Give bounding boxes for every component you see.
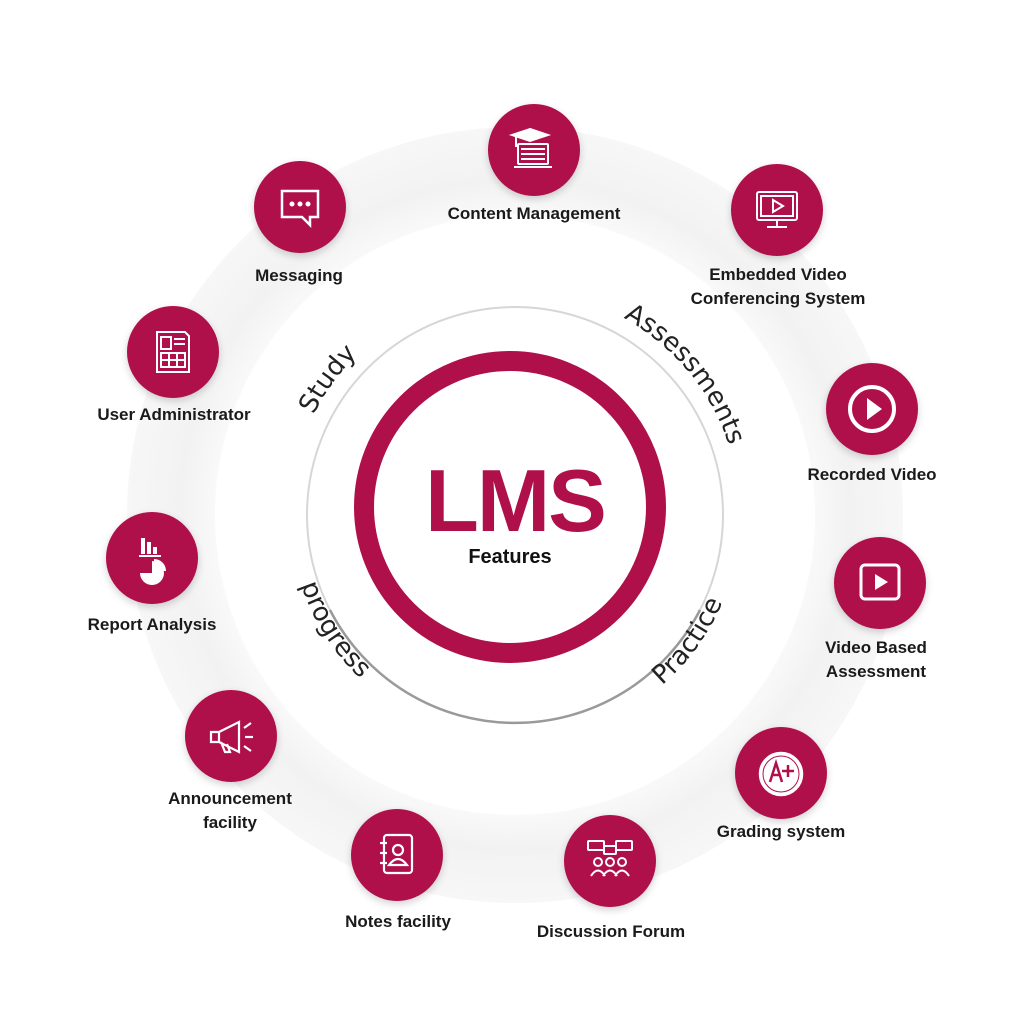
bar-pie-chart-icon [106,512,198,604]
svg-text:Assessments: Assessments [620,298,751,448]
chat-bubble-icon [254,161,346,253]
svg-text:progress: progress [294,577,376,684]
feature-label-grading-system: Grading system [716,822,846,841]
svg-text:Practice: Practice [646,592,729,690]
hub-subtitle: Features [468,546,552,568]
hub-title: LMS [425,451,607,550]
document-grid-icon [127,306,219,398]
ring-word-progress: progress [294,577,376,684]
feature-label-messaging: Messaging [255,266,343,285]
megaphone-icon [185,690,277,782]
feature-label-content-management: Content Management [447,204,621,223]
group-chat-icon [564,815,656,907]
play-circle-icon [826,363,918,455]
monitor-play-icon [731,164,823,256]
ring-word-practice: Practice [646,592,729,690]
feature-label-report-analysis: Report Analysis [87,615,217,634]
contact-notebook-icon [351,809,443,901]
inner-halo [215,215,815,815]
feature-label-discussion-forum: Discussion Forum [536,922,686,941]
a-plus-grade-icon [735,727,827,819]
ring-word-study: Study [293,338,362,418]
word-ring-shadow-arc [328,609,702,725]
ring-word-assessments: Assessments [620,298,751,448]
feature-label-recorded-video: Recorded Video [807,465,937,484]
graduation-laptop-icon [488,104,580,196]
svg-text:Study: Study [293,338,362,418]
feature-label-user-administrator: User Administrator [97,405,251,424]
hub-ring [354,351,666,663]
video-box-play-icon [834,537,926,629]
feature-label-notes-facility: Notes facility [345,912,451,931]
